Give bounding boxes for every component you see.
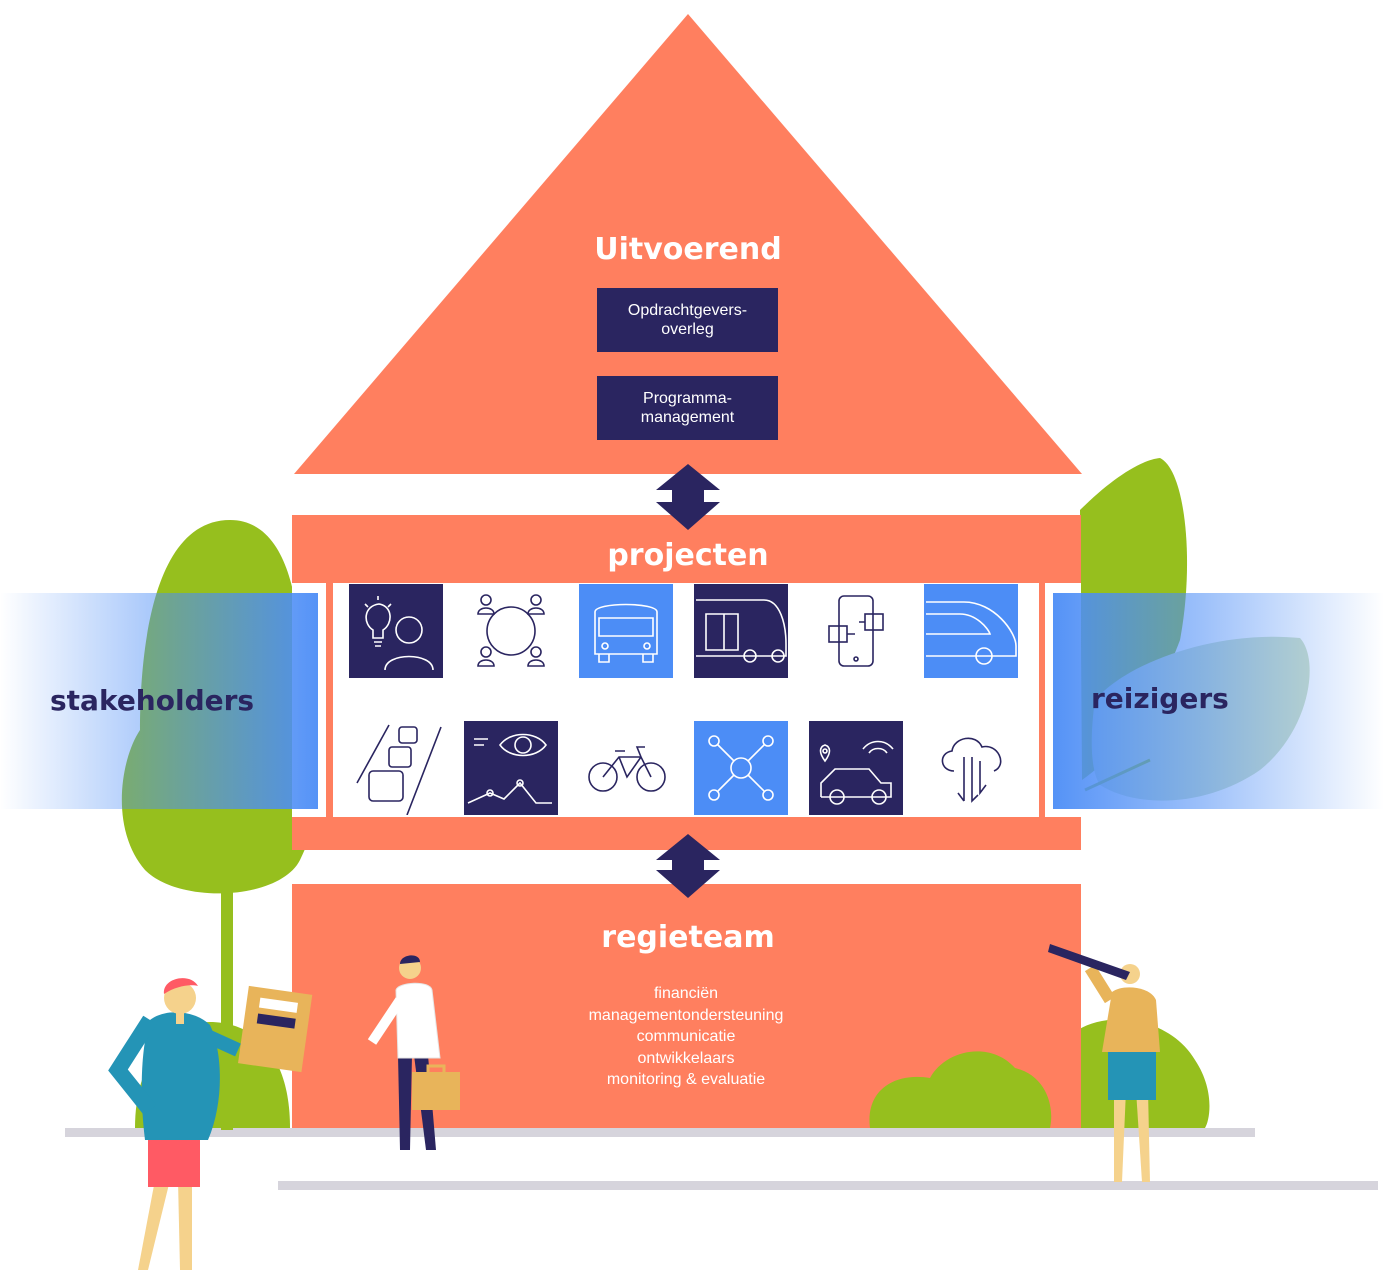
tile-autonomous-vehicle <box>924 584 1018 678</box>
stakeholders-band <box>0 593 318 809</box>
arrow-roof-middle-icon <box>656 464 720 530</box>
house-bush-illustration <box>869 1051 1052 1128</box>
tile-monitoring-eye <box>464 721 558 815</box>
arrow-middle-bottom-icon <box>656 834 720 898</box>
task-item: communicatie <box>636 1028 736 1045</box>
programmamanagement-box: Programma- management <box>597 376 778 440</box>
shuttle-vehicle-icon <box>694 584 788 678</box>
tile-bus-front <box>579 584 673 678</box>
task-item: managementondersteuning <box>588 1006 784 1024</box>
traffic-road-icon <box>349 721 443 815</box>
ground-line-upper <box>65 1128 1255 1137</box>
stakeholders-label: stakeholders <box>50 684 255 717</box>
autonomous-vehicle-icon <box>924 584 1018 678</box>
ground-line-lower <box>278 1181 1378 1190</box>
tile-bicycle <box>579 721 673 815</box>
task-item: ontwikkelaars <box>637 1049 735 1067</box>
bicycle-icon <box>579 721 673 815</box>
tile-idea-person <box>349 584 443 678</box>
reizigers-label: reizigers <box>1091 682 1229 715</box>
task-item: monitoring & evaluatie <box>606 1071 766 1088</box>
projecten-title: projecten <box>607 538 769 573</box>
tile-people-network <box>464 584 558 678</box>
middle-floor-window <box>333 583 1039 817</box>
cloud-data-icon <box>924 721 1018 815</box>
roof <box>294 14 1082 474</box>
opdrachtgeversoverleg-box: Opdrachtgevers- overleg <box>597 288 778 352</box>
network-hub-icon <box>694 721 788 815</box>
reizigers-band <box>1053 593 1384 809</box>
tile-shuttle-vehicle <box>694 584 788 678</box>
tile-connected-car <box>809 721 903 815</box>
woman-with-telescope-illustration <box>1048 944 1160 1182</box>
task-item: financiën <box>653 985 719 1002</box>
tile-smartphone-app <box>809 584 903 678</box>
regieteam-task-list: financiën managementondersteuning commun… <box>500 983 872 1091</box>
woman-with-calculator-illustration <box>108 978 313 1270</box>
monitoring-eye-icon <box>464 721 558 815</box>
tile-cloud-data <box>924 721 1018 815</box>
bus-front-icon <box>579 584 673 678</box>
connected-car-icon <box>809 721 903 815</box>
idea-person-icon <box>349 584 443 678</box>
roof-title: Uitvoerend <box>594 232 782 267</box>
man-with-briefcase-illustration <box>367 955 460 1150</box>
tile-network-hub <box>694 721 788 815</box>
people-network-icon <box>464 584 558 678</box>
smartphone-app-icon <box>809 584 903 678</box>
tile-traffic-road <box>349 721 443 815</box>
regieteam-title: regieteam <box>601 920 775 955</box>
